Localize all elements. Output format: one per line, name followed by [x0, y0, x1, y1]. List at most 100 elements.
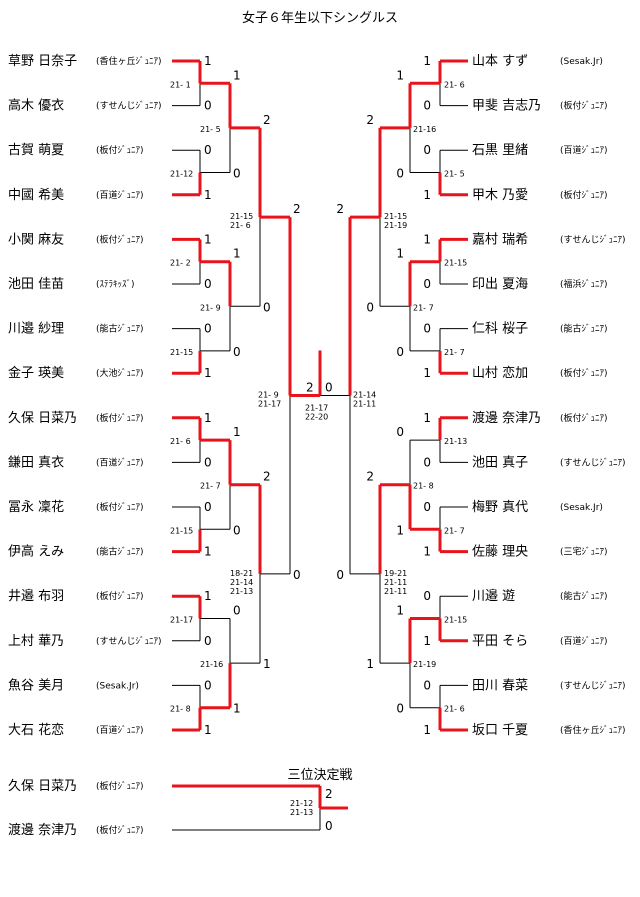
- player-score-left: 1: [204, 366, 212, 380]
- game-score-right: 21-15: [444, 259, 467, 268]
- player-name-right: 甲木 乃愛: [472, 188, 528, 203]
- r4-score-right: 2: [336, 202, 344, 216]
- game-score-left: 21-16: [200, 660, 223, 669]
- player-club-right: (板付ｼﾞｭﾆｱ): [560, 189, 608, 201]
- player-club-left: (すせんじｼﾞｭﾆｱ): [96, 101, 162, 112]
- page-title: 女子６年生以下シングルス: [242, 10, 398, 26]
- r2-score-left: 0: [233, 167, 241, 181]
- r2-score-right: 0: [396, 345, 404, 359]
- player-score-right: 0: [423, 143, 431, 157]
- player-name-right: 石黒 里緒: [472, 143, 528, 158]
- game-score-left: 21- 2: [170, 259, 191, 268]
- game-score-right: 21- 7: [444, 348, 465, 357]
- player-score-right: 1: [423, 54, 431, 68]
- player-score-right: 1: [423, 232, 431, 246]
- game-score-right: 19-21: [384, 569, 407, 578]
- r2-score-left: 1: [233, 702, 241, 716]
- player-score-left: 0: [204, 634, 212, 648]
- r2-score-left: 0: [233, 523, 241, 537]
- player-club-left: (板付ｼﾞｭﾆｱ): [96, 233, 144, 245]
- game-score-left: 21- 8: [170, 705, 191, 714]
- player-name-right: 坂口 千夏: [472, 723, 528, 738]
- player-name-left: 中國 希美: [8, 188, 64, 203]
- player-score-left: 0: [204, 678, 212, 692]
- game-score-right: 21- 6: [444, 80, 465, 89]
- game-score-left: 21- 6: [230, 221, 251, 230]
- player-score-right: 0: [423, 277, 431, 291]
- player-club-right: (能古ｼﾞｭﾆｱ): [560, 590, 608, 602]
- player-score-left: 1: [204, 411, 212, 425]
- r4-score-left: 0: [293, 568, 301, 582]
- player-club-right: (Sesak.Jr): [560, 503, 603, 513]
- player-score-left: 0: [204, 277, 212, 291]
- r2-score-left: 1: [233, 247, 241, 261]
- player-name-left: 池田 佳苗: [8, 277, 64, 292]
- player-score-right: 1: [423, 411, 431, 425]
- player-score-right: 0: [423, 99, 431, 113]
- game-score-left: 21- 9: [200, 303, 221, 312]
- r3-score-right: 1: [366, 657, 374, 671]
- third-place-game-score: 21-12: [290, 799, 313, 808]
- player-club-right: (板付ｼﾞｭﾆｱ): [560, 100, 608, 112]
- game-score-right: 21- 7: [413, 303, 434, 312]
- r2-score-left: 0: [233, 345, 241, 359]
- player-score-left: 0: [204, 322, 212, 336]
- player-score-right: 0: [423, 455, 431, 469]
- player-score-right: 1: [423, 188, 431, 202]
- r3-score-left: 0: [263, 300, 271, 314]
- player-name-left: 魚谷 美月: [8, 678, 64, 693]
- player-club-right: (福浜ｼﾞｭﾆｱ): [560, 278, 608, 290]
- player-name-right: 仁科 桜子: [472, 322, 528, 337]
- player-club-left: (すせんじｼﾞｭﾆｱ): [96, 636, 162, 647]
- player-club-right: (三宅ｼﾞｭﾆｱ): [560, 546, 608, 558]
- r4-score-left: 2: [293, 202, 301, 216]
- game-score-right: 21-16: [413, 125, 436, 134]
- player-club-left: (能古ｼﾞｭﾆｱ): [96, 323, 144, 335]
- game-score-right: 21- 8: [413, 482, 434, 491]
- game-score-left: 21-15: [230, 212, 253, 221]
- player-club-left: (百道ｼﾞｭﾆｱ): [96, 189, 144, 201]
- game-score-right: 21-15: [444, 616, 467, 625]
- third-place-player-name: 久保 日菜乃: [8, 779, 77, 794]
- player-name-right: 佐藤 理央: [472, 545, 528, 560]
- player-score-left: 0: [204, 143, 212, 157]
- player-name-right: 池田 真子: [472, 455, 528, 470]
- player-club-right: (板付ｼﾞｭﾆｱ): [560, 412, 608, 424]
- player-score-left: 0: [204, 99, 212, 113]
- player-name-right: 甲斐 吉志乃: [472, 99, 541, 114]
- player-score-right: 1: [423, 366, 431, 380]
- player-club-left: (板付ｼﾞｭﾆｱ): [96, 590, 144, 602]
- player-name-right: 嘉村 瑞希: [472, 232, 528, 247]
- game-score-left: 21-15: [170, 526, 193, 535]
- r2-score-left: 1: [233, 68, 241, 82]
- r3-score-right: 2: [366, 113, 374, 127]
- game-score-left: 21-14: [230, 578, 253, 587]
- r2-score-left: 0: [233, 604, 241, 618]
- player-club-right: (百道ｼﾞｭﾆｱ): [560, 635, 608, 647]
- game-score-left: 21- 1: [170, 80, 191, 89]
- game-score-right: 21-15: [384, 212, 407, 221]
- r3-score-right: 2: [366, 470, 374, 484]
- game-score-right: 21-11: [384, 587, 407, 596]
- winner-path-lines: [172, 59, 468, 810]
- final-score-right: 0: [325, 381, 333, 395]
- bracket-labels: 草野 日奈子(香住ヶ丘ｼﾞｭﾆｱ)1高木 優衣(すせんじｼﾞｭﾆｱ)0古賀 萌夏…: [8, 54, 626, 838]
- player-score-left: 1: [204, 232, 212, 246]
- player-club-right: (すせんじｼﾞｭﾆｱ): [560, 680, 626, 691]
- game-score-left: 21- 6: [170, 437, 191, 446]
- player-name-right: 川邉 遊: [472, 589, 515, 604]
- player-club-right: (能古ｼﾞｭﾆｱ): [560, 323, 608, 335]
- player-name-right: 田川 春菜: [472, 678, 528, 693]
- game-score-right: 21-19: [384, 221, 407, 230]
- final-game-score-left: 21-17: [258, 400, 281, 409]
- r2-score-right: 1: [396, 523, 404, 537]
- player-name-left: 川邉 紗理: [8, 322, 64, 337]
- third-place-game-score: 21-13: [290, 808, 313, 817]
- player-club-right: (すせんじｼﾞｭﾆｱ): [560, 234, 626, 245]
- final-game-score-right: 21-14: [353, 391, 376, 400]
- player-club-right: (すせんじｼﾞｭﾆｱ): [560, 457, 626, 468]
- game-score-left: 21- 7: [200, 482, 221, 491]
- game-score-right: 21-19: [413, 660, 436, 669]
- player-club-left: (能古ｼﾞｭﾆｱ): [96, 546, 144, 558]
